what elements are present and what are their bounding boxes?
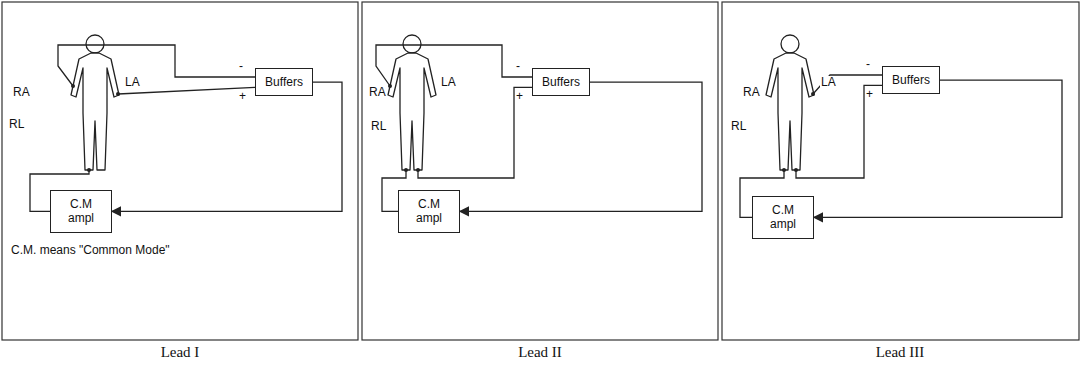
human-figure bbox=[766, 35, 814, 170]
panel-caption: Lead III bbox=[875, 344, 926, 361]
electrode-label: RL bbox=[730, 120, 747, 133]
electrode bbox=[71, 84, 75, 88]
electrode bbox=[388, 84, 392, 88]
figure-body bbox=[388, 53, 436, 170]
electrode bbox=[87, 168, 91, 172]
lead-wire bbox=[58, 45, 255, 86]
figure-body bbox=[71, 53, 119, 170]
human-figure bbox=[388, 35, 436, 170]
common-mode-amplifier: C.M ampl bbox=[398, 190, 460, 233]
common-mode-amplifier: C.M ampl bbox=[752, 196, 814, 239]
lead-wire bbox=[418, 87, 532, 178]
electrode-label: RL bbox=[370, 120, 387, 133]
figure-head bbox=[86, 35, 104, 53]
feedback-connector bbox=[814, 80, 1062, 217]
figure-head bbox=[403, 35, 421, 53]
input-sign: - bbox=[515, 60, 521, 73]
box-label: Buffers bbox=[538, 75, 584, 89]
box-label: C.M ampl bbox=[410, 197, 448, 226]
buffer-box: Buffers bbox=[882, 66, 940, 94]
electrode bbox=[794, 168, 798, 172]
electrode bbox=[811, 92, 815, 96]
electrode-label: RA bbox=[12, 86, 31, 99]
panel-caption: Lead II bbox=[517, 344, 563, 361]
input-sign: + bbox=[238, 90, 247, 103]
electrode bbox=[404, 168, 408, 172]
figure-head bbox=[781, 35, 799, 53]
note-text: C.M. means "Common Mode" bbox=[10, 244, 171, 257]
electrode bbox=[416, 168, 420, 172]
box-label: Buffers bbox=[888, 73, 934, 87]
input-sign: - bbox=[865, 58, 871, 71]
feedback-connector bbox=[460, 82, 702, 211]
panel-frame bbox=[2, 2, 358, 340]
input-sign: + bbox=[865, 88, 874, 101]
electrode bbox=[782, 168, 786, 172]
panel-frame bbox=[722, 2, 1079, 340]
panel-frame bbox=[362, 2, 718, 340]
electrode-label: RA bbox=[742, 86, 761, 99]
box-label: C.M ampl bbox=[764, 203, 802, 232]
electrode-label: RA bbox=[368, 86, 387, 99]
human-figure bbox=[71, 35, 119, 170]
panel-caption: Lead I bbox=[160, 344, 201, 361]
box-label: Buffers bbox=[261, 75, 307, 89]
electrode-label: LA bbox=[820, 76, 837, 89]
buffer-box: Buffers bbox=[255, 68, 313, 96]
input-sign: + bbox=[515, 90, 524, 103]
lead-wire bbox=[796, 85, 882, 178]
buffer-box: Buffers bbox=[532, 68, 590, 96]
electrode-label: RL bbox=[8, 118, 25, 131]
electrode bbox=[116, 92, 120, 96]
input-sign: - bbox=[238, 60, 244, 73]
figure-body bbox=[766, 53, 814, 170]
common-mode-amplifier: C.M ampl bbox=[50, 190, 112, 233]
electrode-label: LA bbox=[124, 76, 141, 89]
feedback-connector bbox=[112, 82, 342, 211]
box-label: C.M ampl bbox=[62, 197, 100, 226]
electrode-label: LA bbox=[440, 76, 457, 89]
